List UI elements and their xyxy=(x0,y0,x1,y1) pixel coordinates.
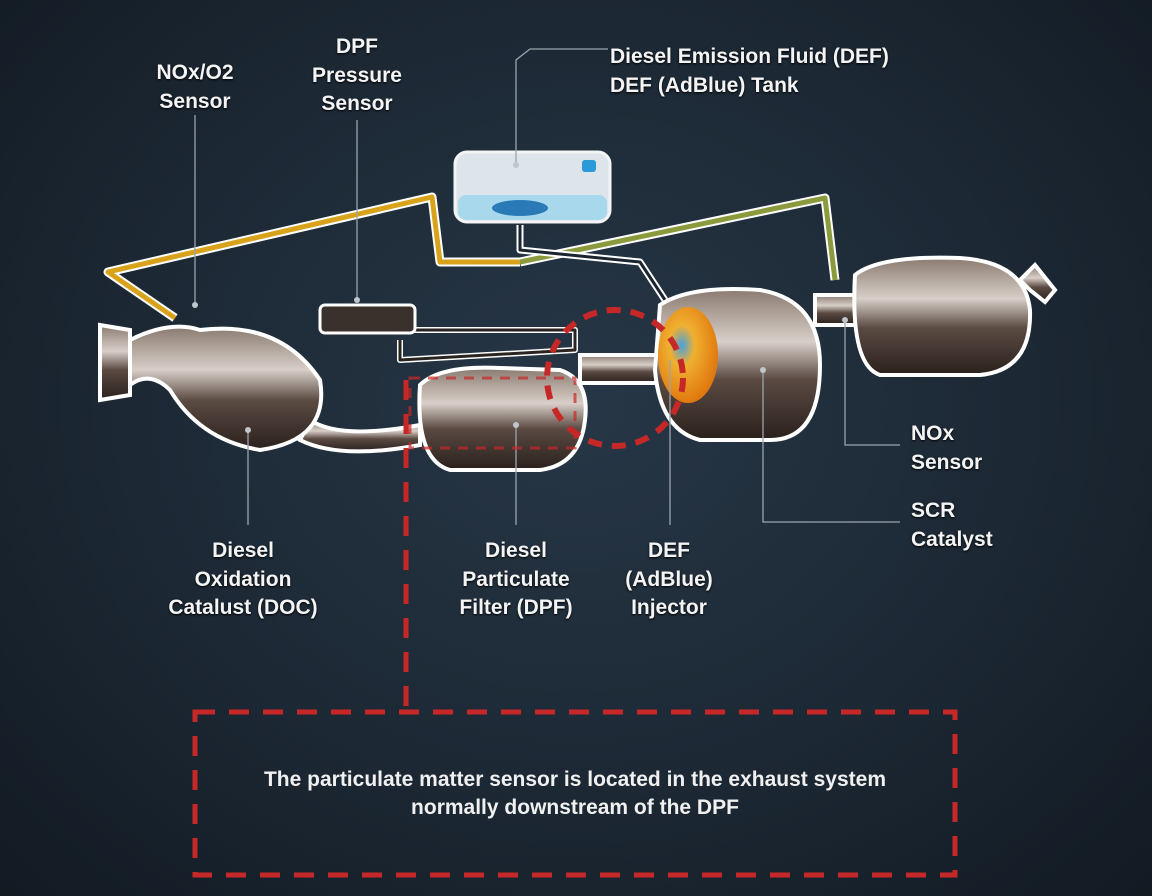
label-def-tank: Diesel Emission Fluid (DEF) DEF (AdBlue)… xyxy=(610,43,889,100)
callout-text: The particulate matter sensor is located… xyxy=(263,767,887,819)
label-dpf: Diesel Particulate Filter (DPF) xyxy=(459,537,572,623)
label-line: Filter (DPF) xyxy=(459,596,573,619)
def-tank xyxy=(453,150,612,224)
label-line: DPF xyxy=(336,35,378,58)
label-def-injector: DEF (AdBlue) Injector xyxy=(625,537,713,623)
label-nox-sensor: NOx Sensor xyxy=(911,420,982,477)
leader-lines xyxy=(194,48,900,525)
label-line: Sensor xyxy=(911,450,983,474)
label-line: SCR xyxy=(911,499,956,522)
label-scr-catalyst: SCR Catalyst xyxy=(911,497,993,554)
scr-inlet-disk xyxy=(658,307,718,403)
label-line: Catalyst xyxy=(911,527,993,551)
label-doc: Diesel Oxidation Catalust (DOC) xyxy=(168,537,317,623)
label-line: Diesel Emission Fluid (DEF) xyxy=(610,45,889,68)
sensor-wires xyxy=(103,192,840,363)
leader-dots xyxy=(192,162,848,433)
label-line: (AdBlue) xyxy=(625,567,713,591)
label-line: DEF xyxy=(648,539,690,562)
label-line: Sensor xyxy=(159,89,231,113)
dpf-highlight xyxy=(408,376,577,450)
label-line: Diesel xyxy=(485,539,547,562)
label-dpf-pressure-sensor: DPF Pressure Sensor xyxy=(312,33,402,119)
label-line: Pressure xyxy=(312,63,402,87)
label-line: Catalust (DOC) xyxy=(168,596,318,619)
callout-box xyxy=(192,709,958,878)
highlight-circle xyxy=(544,307,686,449)
label-line: Sensor xyxy=(321,92,393,115)
label-line: Oxidation xyxy=(194,567,292,591)
label-line: Injector xyxy=(631,596,707,619)
label-line: DEF (AdBlue) Tank xyxy=(610,73,799,97)
label-line: NOx xyxy=(911,422,955,445)
label-nox-o2-sensor: NOx/O2 Sensor xyxy=(156,59,233,116)
label-line: Diesel xyxy=(212,539,274,562)
dpf-pressure-sensor-body xyxy=(318,303,417,335)
label-line: NOx/O2 xyxy=(156,61,234,84)
label-line: Particulate xyxy=(462,567,570,591)
callout-note: The particulate matter sensor is located… xyxy=(195,712,955,875)
